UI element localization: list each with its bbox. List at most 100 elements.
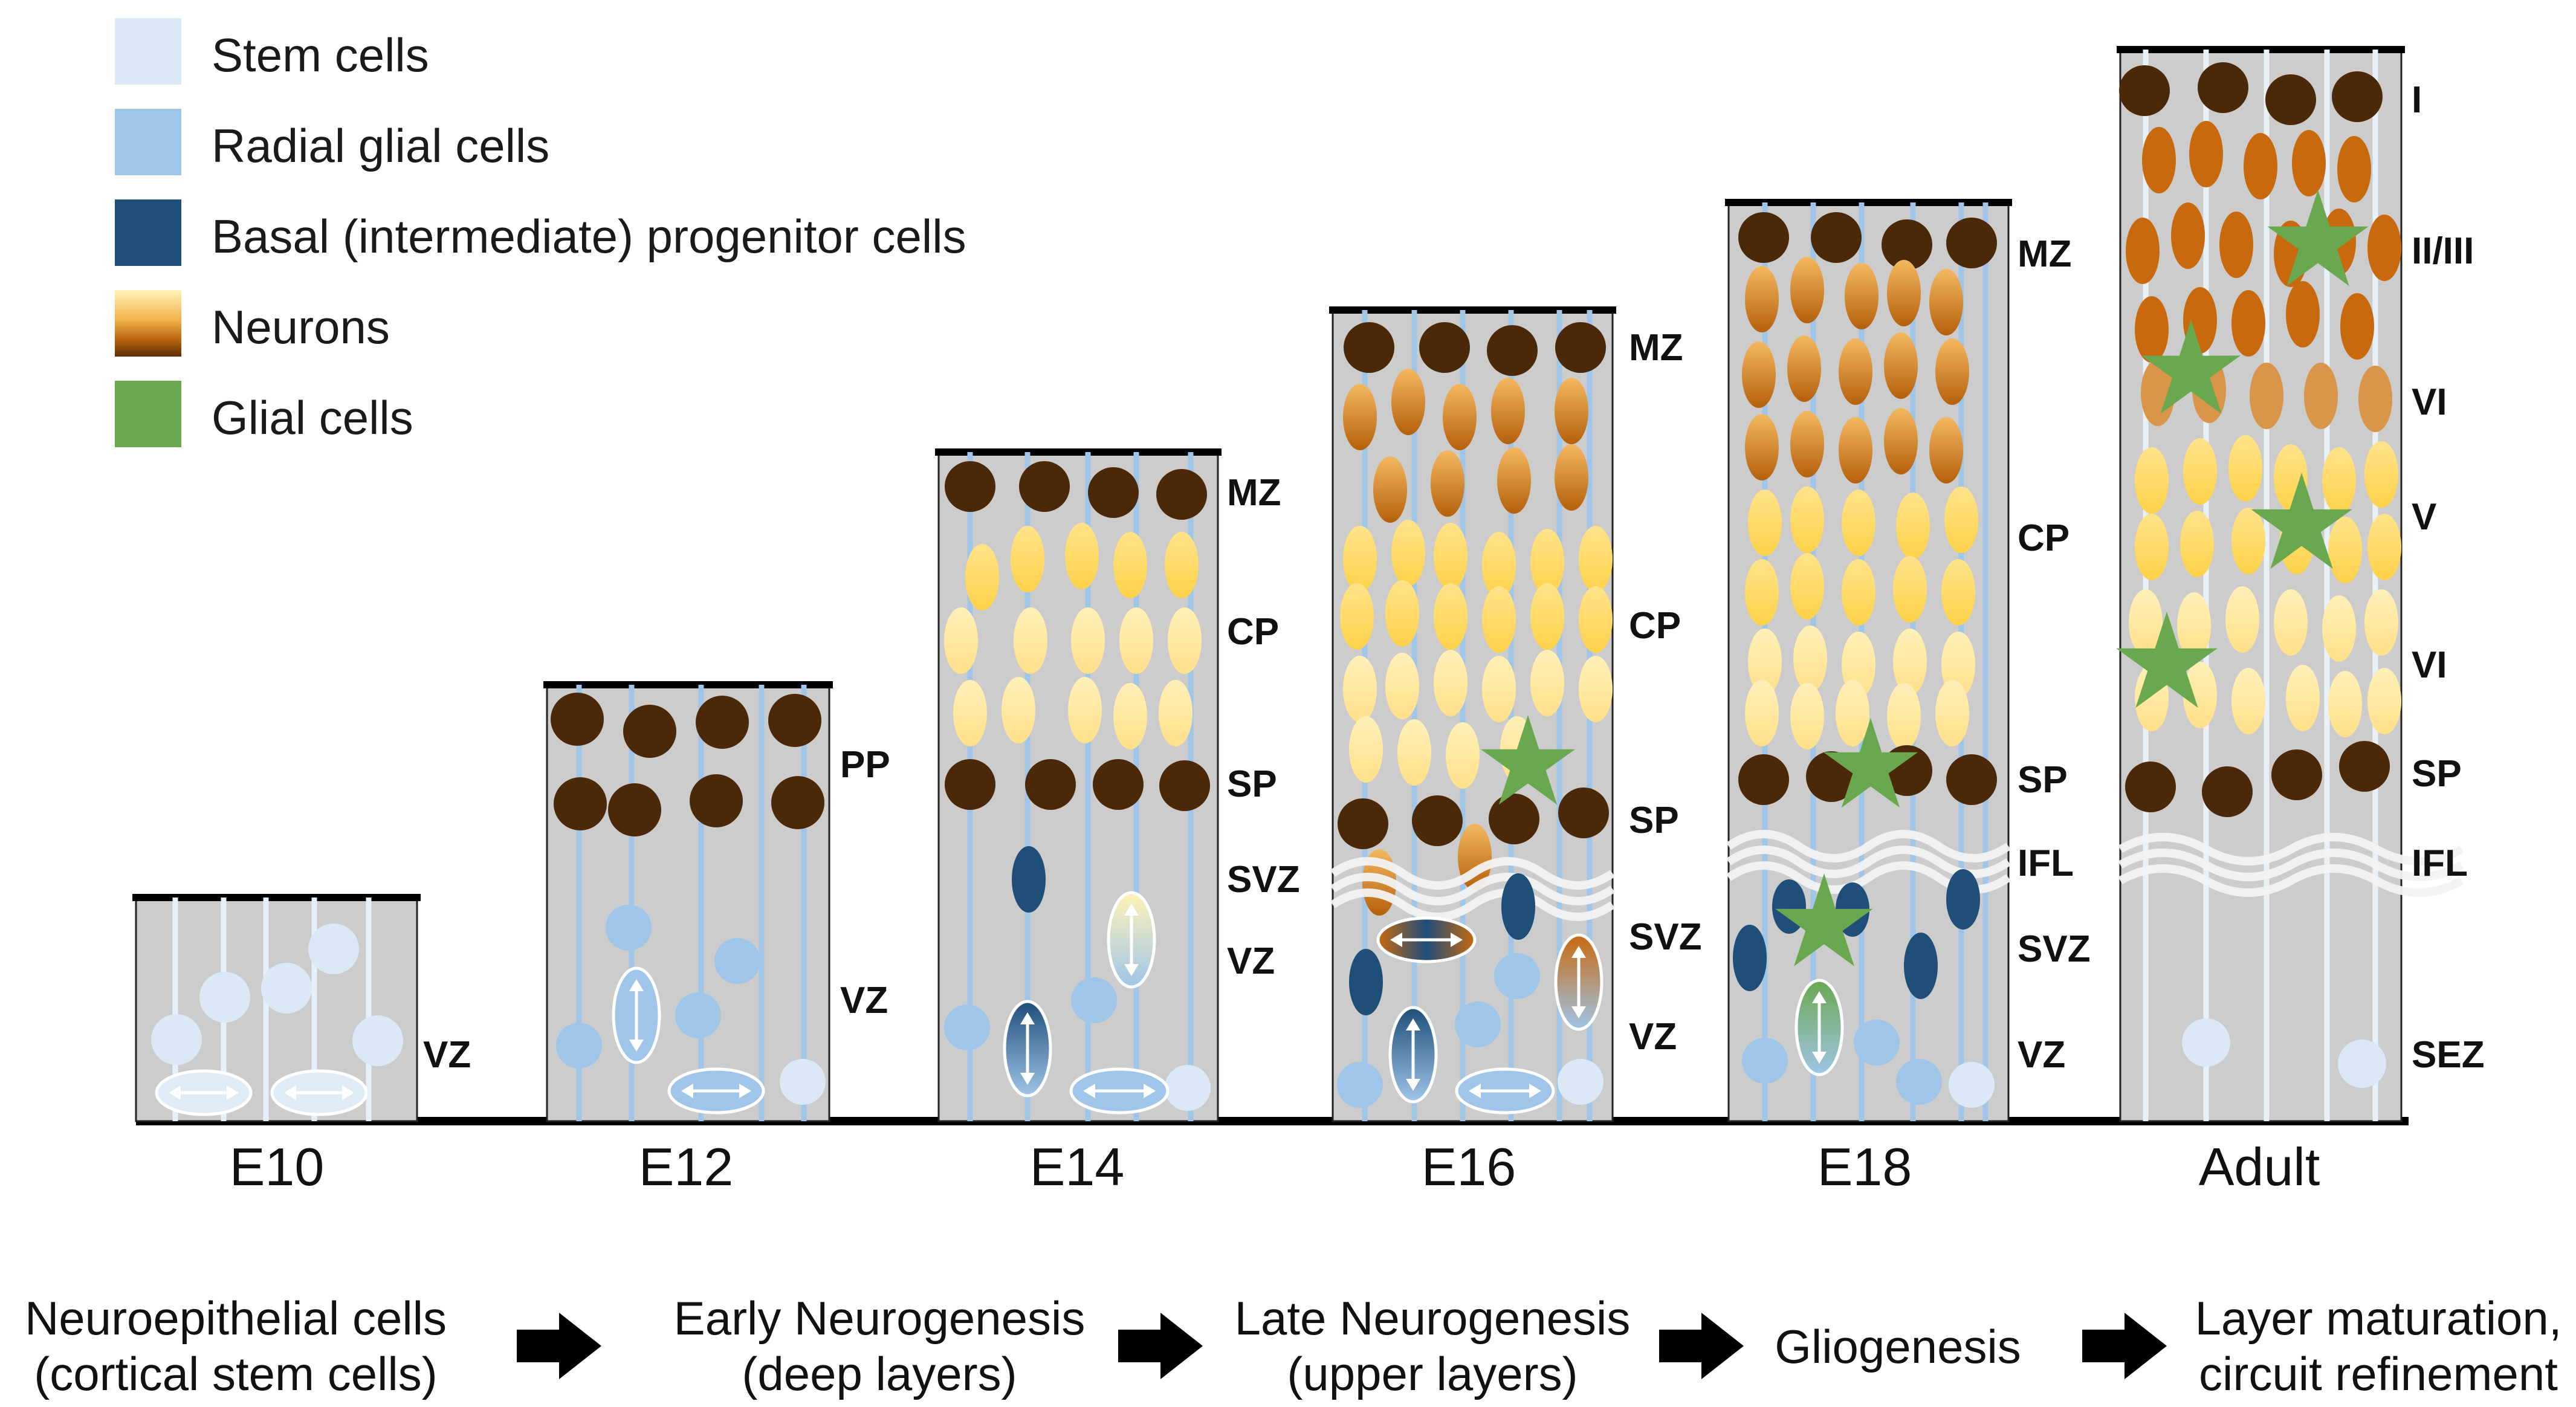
legend-label: Radial glial cells [212, 119, 550, 172]
stem-cell [2338, 1040, 2386, 1088]
cortical-plate-neuron [1787, 335, 1821, 402]
division-arrowhead [1451, 933, 1463, 947]
layer-ii-iii-neuron [2189, 121, 2223, 187]
cortical-plate-neuron [1944, 487, 1978, 553]
cortical-plate-neuron [1748, 629, 1782, 695]
division-arrowhead [629, 979, 644, 991]
layer-label-sp: SP [2018, 759, 2068, 801]
radial-glial-cell [1071, 977, 1117, 1023]
glial-cell-star [1824, 718, 1918, 808]
cortical-plate-neuron [1165, 532, 1199, 598]
neuron-gradient-swatch-icon [115, 290, 181, 357]
radial-glial-cell [556, 1023, 602, 1069]
layer-label-v: V [2412, 496, 2437, 538]
division-arrowhead [1812, 1052, 1827, 1064]
layer-vi-neuron [2328, 671, 2362, 737]
cortical-plate-neuron [1790, 411, 1824, 477]
cortical-plate-neuron [1068, 677, 1102, 743]
cortical-plate-neuron [1373, 456, 1407, 523]
intermediate-fiber-band [1330, 888, 1615, 921]
legend-label: Glial cells [212, 391, 413, 444]
layer-label-vz: VZ [2018, 1034, 2066, 1076]
cortical-plate-neuron [1159, 680, 1193, 746]
cortical-plate-neuron [1941, 559, 1975, 626]
stem-cell [199, 972, 250, 1023]
marginal-zone-neuron [1555, 322, 1606, 373]
preplate-neuron [623, 705, 676, 758]
cortical-plate-neuron [1745, 559, 1779, 626]
division-arrowhead [1390, 933, 1402, 947]
right-arrow-icon [517, 1313, 601, 1379]
layer-ii-iii-neuron [2286, 281, 2320, 348]
cortical-plate-neuron [1391, 520, 1425, 586]
division-arrowhead [342, 1085, 354, 1100]
cortical-plate-neuron [1482, 532, 1516, 598]
preplate-neuron [551, 693, 604, 746]
layer-label-i: I [2412, 79, 2422, 121]
preplate-neuron [771, 776, 824, 829]
legend-item-radial-glial: Radial glial cells [115, 109, 1082, 175]
stem-cell [151, 1014, 202, 1065]
marginal-zone-neuron [1419, 322, 1470, 373]
basal-progenitor-cell [1501, 873, 1535, 940]
right-arrow-icon [1118, 1313, 1203, 1379]
cortical-plate-neuron [1497, 447, 1531, 514]
subplate-neuron [2202, 766, 2253, 817]
layer-ii-iii-neuron [2340, 293, 2374, 360]
basal-progenitor-swatch-icon [115, 199, 181, 266]
radial-glial-cell [606, 905, 652, 951]
layer-label-ifl: IFL [2018, 843, 2074, 884]
division-arrowhead [1469, 1084, 1481, 1098]
legend-item-neurons: Neurons [115, 290, 1082, 357]
layer-ii-iii-neuron [2135, 296, 2169, 363]
layer-vi-neuron [2274, 589, 2308, 656]
cortical-plate-neuron [1893, 629, 1927, 695]
preplate-neuron [554, 777, 607, 830]
cortical-plate-neuron [1446, 722, 1480, 789]
division-arrowhead [681, 1084, 693, 1098]
stem-cell [780, 1059, 826, 1105]
layer-vi-neuron [2358, 366, 2392, 432]
layer-label-sp: SP [2412, 753, 2462, 795]
process-line: Early Neurogenesis [673, 1292, 1086, 1345]
cortical-plate-neuron [1340, 583, 1374, 650]
basal-progenitor-cell [1904, 933, 1938, 999]
division-arrowhead [169, 1085, 181, 1100]
cortical-plate-neuron [1579, 586, 1613, 653]
radial-glial-swatch-icon [115, 109, 181, 175]
cortical-plate-neuron [1555, 444, 1588, 511]
cortical-plate-neuron [1893, 556, 1927, 623]
cortical-plate-neuron [1530, 650, 1564, 716]
process-line: circuit refinement [2199, 1347, 2558, 1400]
process-line: (deep layers) [742, 1347, 1017, 1400]
layer-label-vz: VZ [840, 980, 888, 1021]
cortical-plate-neuron [1071, 607, 1105, 674]
right-arrow-icon [2082, 1313, 2167, 1379]
layer-ii-iii-neuron [2337, 136, 2371, 202]
cortical-plate-neuron [1343, 656, 1377, 722]
marginal-zone-neuron [1156, 469, 1207, 520]
marginal-zone-neuron [1738, 212, 1789, 263]
layer-label-sez: SEZ [2412, 1034, 2485, 1076]
legend-item-basal-progenitor: Basal (intermediate) progenitor cells [115, 199, 1082, 266]
glial-cell-star [2251, 473, 2352, 569]
subplate-neuron [1338, 798, 1388, 849]
division-arrowhead [1020, 1012, 1035, 1024]
cortical-plate-neuron [1745, 414, 1779, 480]
intermediate-fiber-band [2118, 864, 2464, 897]
layer-ii-iii-neuron [2292, 130, 2326, 196]
cortical-plate-neuron [1397, 719, 1431, 786]
stage-label-adult: Adult [2198, 1137, 2320, 1197]
marginal-zone-neuron [1019, 461, 1070, 512]
right-arrow-icon [1659, 1313, 1744, 1379]
layer-v-neuron [2135, 514, 2169, 580]
process-early-neurogenesis: Early Neurogenesis (deep layers) [674, 1290, 1086, 1402]
legend-item-stem-cells: Stem cells [115, 18, 1082, 85]
cortical-plate-neuron [1491, 378, 1525, 444]
intermediate-fiber-band [1330, 857, 1615, 890]
cortical-plate-neuron [1842, 559, 1875, 626]
layer-vi-neuron [2304, 363, 2338, 429]
layer-vi-neuron [2322, 595, 2356, 662]
intermediate-fiber-band [1726, 830, 2011, 862]
layer-v-neuron [2364, 441, 2398, 508]
